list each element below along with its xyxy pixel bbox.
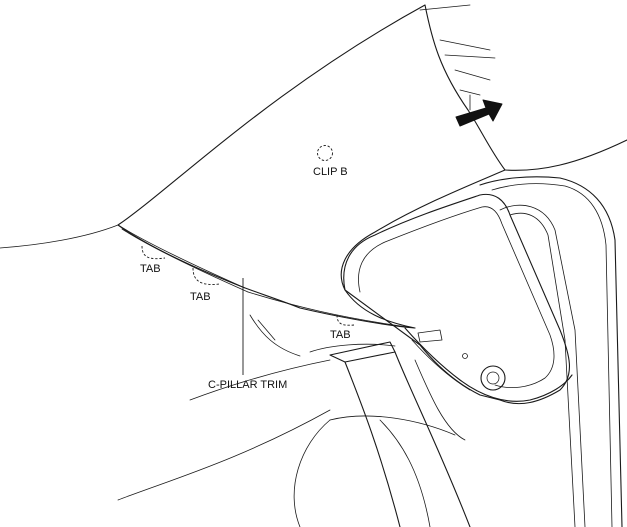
c-pillar-trim-label: C-PILLAR TRIM xyxy=(208,379,287,391)
tab-marker-3 xyxy=(336,314,355,326)
quarter-window-frame xyxy=(419,4,627,527)
lower-pillar xyxy=(329,341,471,527)
rear-inner-panel xyxy=(343,193,573,405)
body-outline xyxy=(0,224,456,527)
arrow-up-right-icon xyxy=(455,99,503,127)
tab-marker-1 xyxy=(141,245,166,260)
tab-label-2: TAB xyxy=(190,291,211,303)
tab-label-1: TAB xyxy=(140,263,161,275)
clip-b-marker xyxy=(317,145,333,161)
tab-label-3: TAB xyxy=(330,329,351,341)
clip-b-label: CLIP B xyxy=(313,166,348,178)
c-pillar-trim-panel xyxy=(117,4,506,329)
